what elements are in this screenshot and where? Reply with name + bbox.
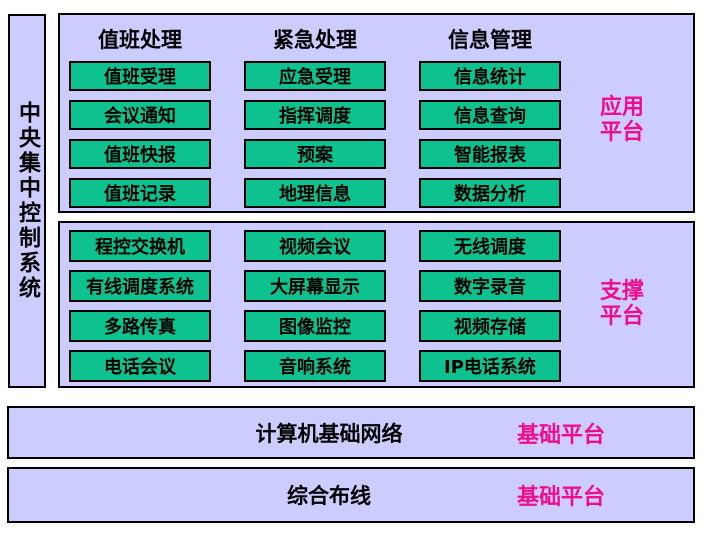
network-base-bar: 计算机基础网络 基础平台 <box>7 406 695 459</box>
central-control-system-bar: 中央集中控制系统 <box>8 14 46 388</box>
system-title: 中央集中控制系统 <box>15 101 40 301</box>
module-box: IP电话系统 <box>419 350 561 382</box>
info-management-column: 信息管理 信息统计 信息查询 智能报表 数据分析 <box>419 27 561 217</box>
duty-handling-column: 值班处理 值班受理 会议通知 值班快报 值班记录 <box>69 27 211 217</box>
module-box: 图像监控 <box>244 310 386 342</box>
network-base-label: 计算机基础网络 <box>255 421 403 446</box>
module-box: 程控交换机 <box>69 230 211 262</box>
module-box: 无线调度 <box>419 230 561 262</box>
support-column-1: 程控交换机 有线调度系统 多路传真 电话会议 <box>69 230 211 390</box>
column-header: 信息管理 <box>448 28 532 52</box>
module-box: 智能报表 <box>419 139 561 169</box>
module-box: 应急受理 <box>244 61 386 91</box>
module-box: 值班快报 <box>69 139 211 169</box>
module-box: 指挥调度 <box>244 100 386 130</box>
support-platform-label: 支撑 平台 <box>600 279 645 330</box>
module-box: 地理信息 <box>244 178 386 208</box>
module-box: 音响系统 <box>244 350 386 382</box>
column-header: 紧急处理 <box>273 28 357 52</box>
module-box: 视频会议 <box>244 230 386 262</box>
module-box: 值班记录 <box>69 178 211 208</box>
base-platform-label: 基础平台 <box>517 485 606 510</box>
support-column-3: 无线调度 数字录音 视频存储 IP电话系统 <box>419 230 561 390</box>
cabling-base-bar: 综合布线 基础平台 <box>7 467 695 523</box>
module-box: 有线调度系统 <box>69 270 211 302</box>
application-platform-label: 应用 平台 <box>600 95 645 146</box>
module-box: 电话会议 <box>69 350 211 382</box>
column-header: 值班处理 <box>98 28 182 52</box>
support-column-2: 视频会议 大屏幕显示 图像监控 音响系统 <box>244 230 386 390</box>
emergency-handling-column: 紧急处理 应急受理 指挥调度 预案 地理信息 <box>244 27 386 217</box>
support-platform-panel: 程控交换机 有线调度系统 多路传真 电话会议 视频会议 大屏幕显示 图像监控 音… <box>58 221 695 388</box>
application-platform-panel: 值班处理 值班受理 会议通知 值班快报 值班记录 紧急处理 应急受理 指挥调度 … <box>58 13 695 213</box>
cabling-base-label: 综合布线 <box>287 484 371 508</box>
module-box: 视频存储 <box>419 310 561 342</box>
module-box: 数字录音 <box>419 270 561 302</box>
base-platform-label: 基础平台 <box>517 422 606 448</box>
module-box: 多路传真 <box>69 310 211 342</box>
module-box: 会议通知 <box>69 100 211 130</box>
module-box: 预案 <box>244 139 386 169</box>
module-box: 大屏幕显示 <box>244 270 386 302</box>
module-box: 数据分析 <box>419 178 561 208</box>
module-box: 信息查询 <box>419 100 561 130</box>
module-box: 信息统计 <box>419 61 561 91</box>
module-box: 值班受理 <box>69 61 211 91</box>
